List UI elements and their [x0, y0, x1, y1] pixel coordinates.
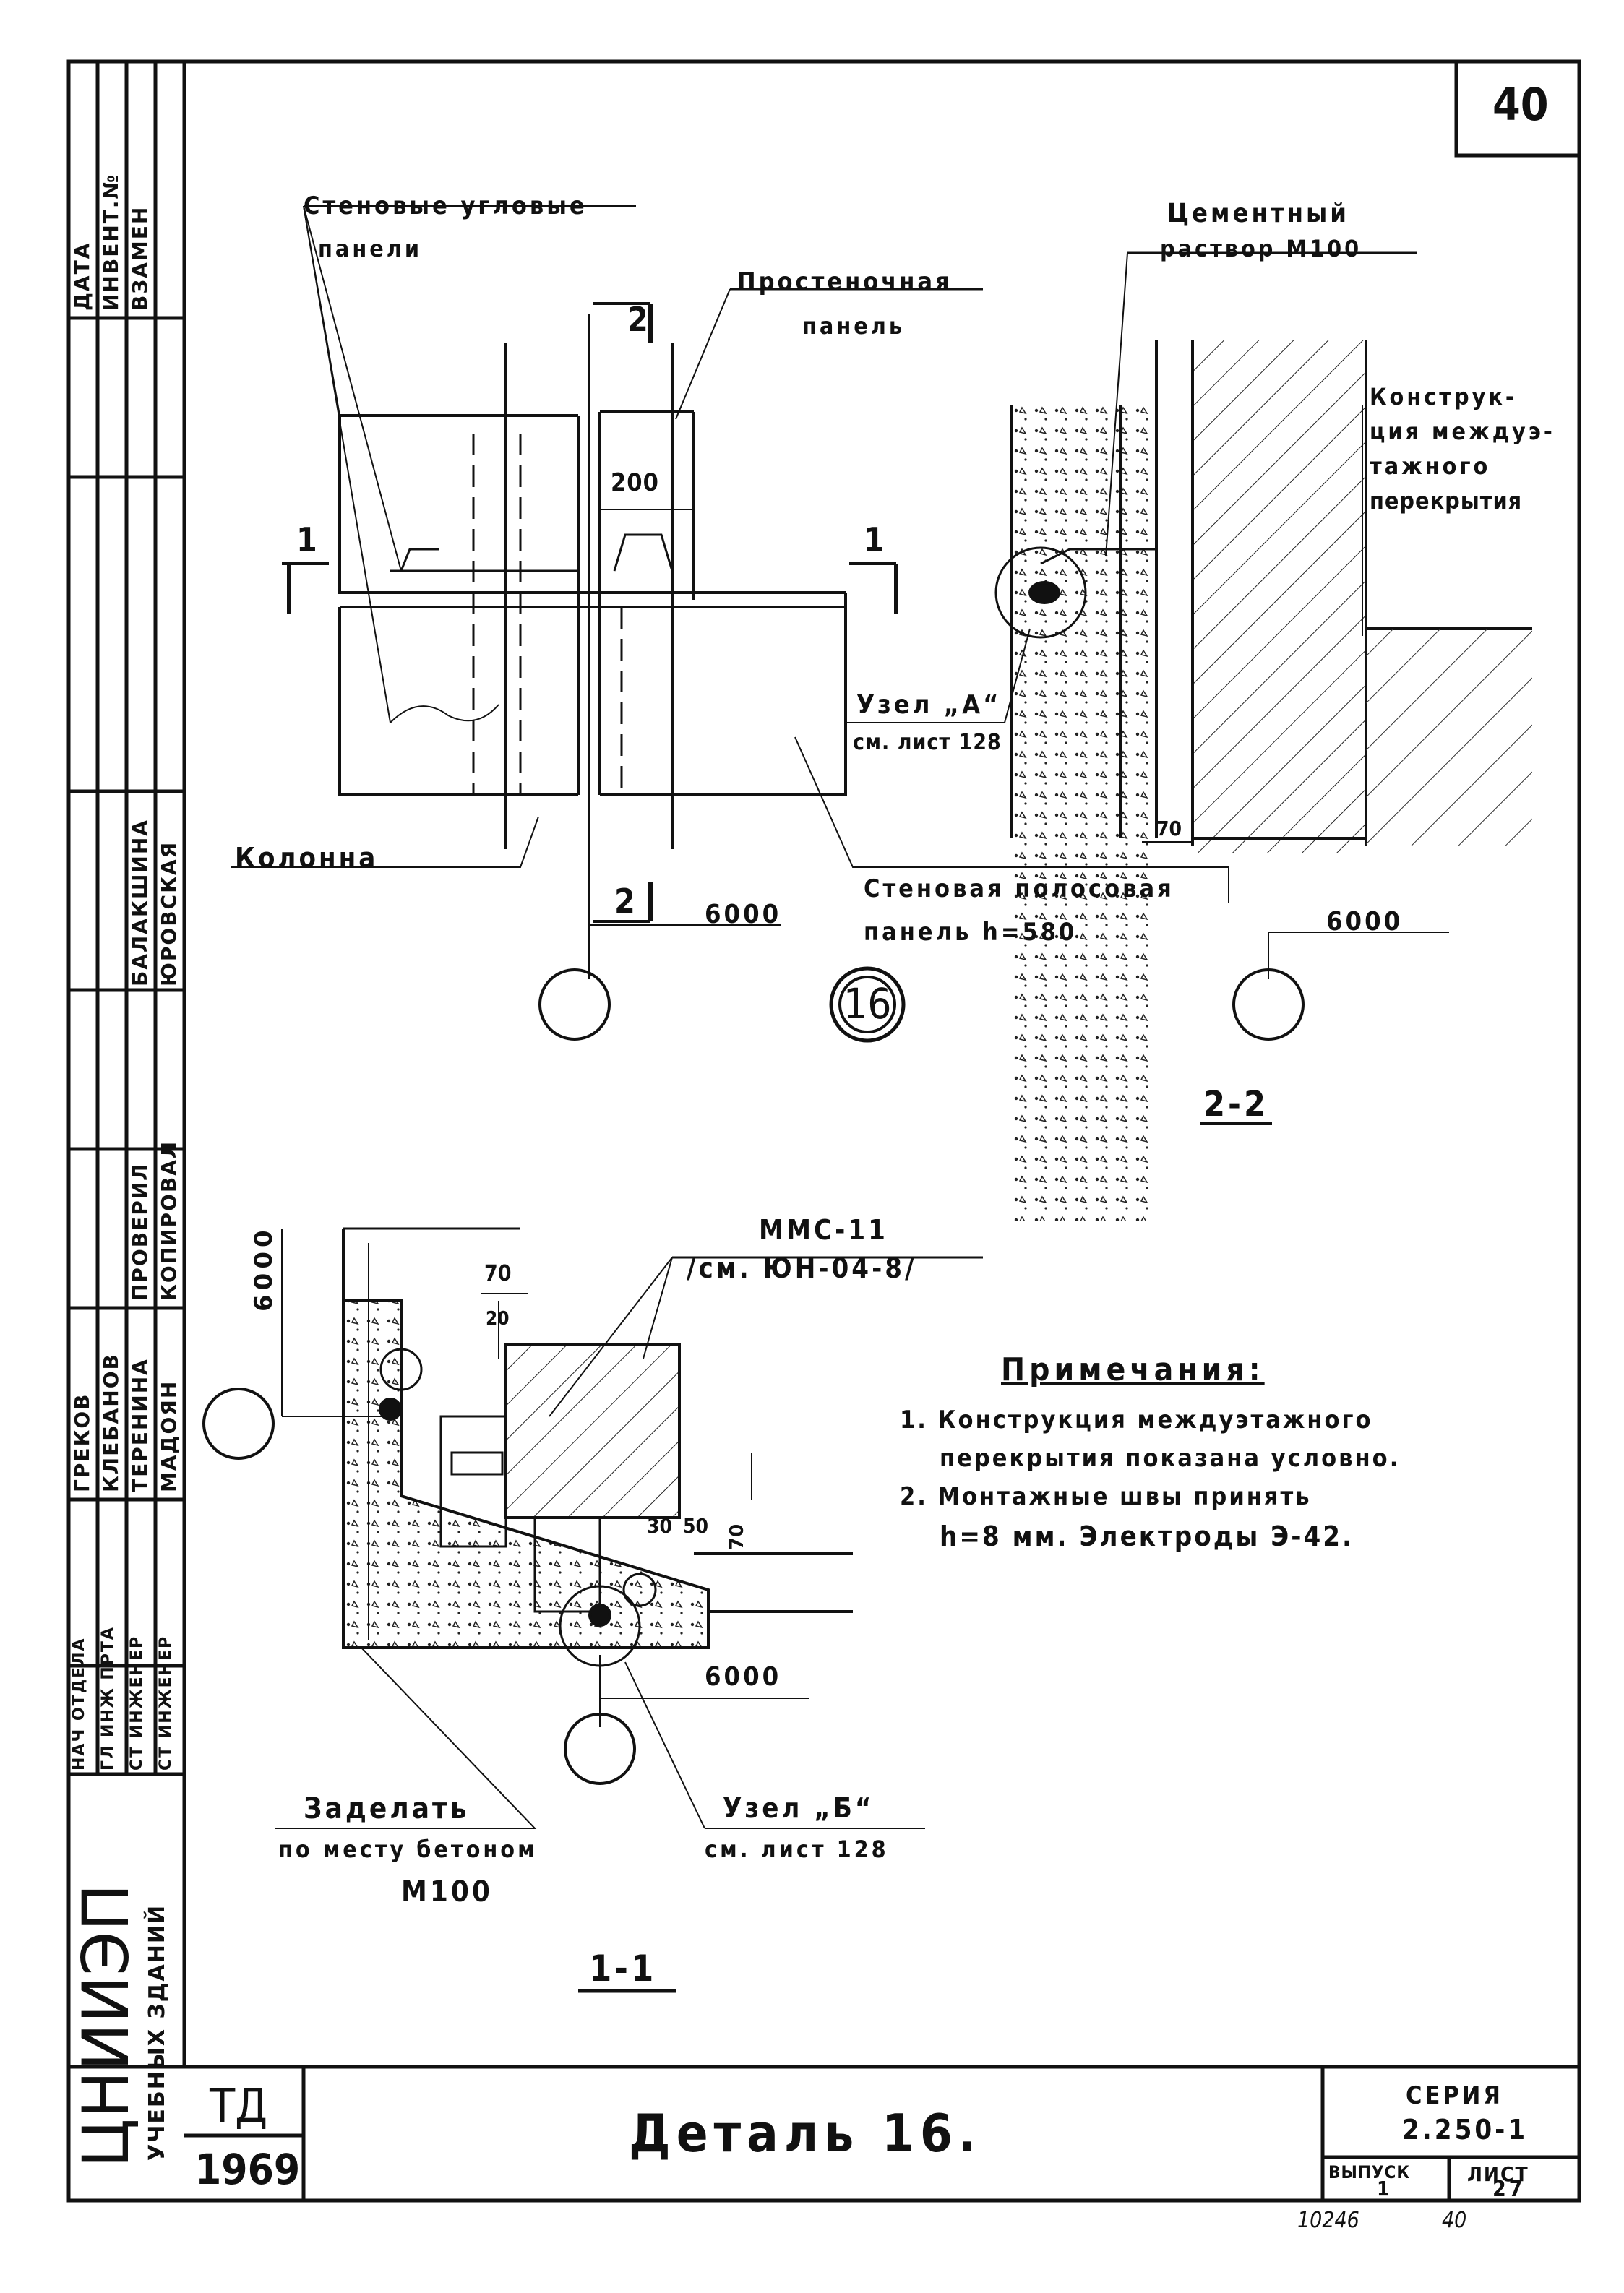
label-corner-panels-1: Стеновые угловые [304, 192, 588, 220]
node-b-label-1: Узел „Б“ [723, 1792, 875, 1824]
mortar-label-2: раствор М100 [1160, 235, 1362, 262]
sheet-title: Деталь 16. [629, 2103, 982, 2164]
stamp-inventory-col: ИНВЕНТ.№ [99, 173, 123, 311]
stamp-name-1: ГРЕКОВ [70, 1393, 94, 1492]
detail-mark-16: 16 [843, 979, 892, 1028]
section-mark-1-right: 1 [864, 520, 888, 559]
stamp-date-col: ДАТА [70, 241, 94, 311]
s11-dim-70b: 70 [726, 1523, 748, 1550]
fill-label-1: Заделать [304, 1792, 470, 1825]
section-mark-2-top: 2 [627, 300, 651, 339]
bottom-page: 40 [1442, 2208, 1467, 2233]
stamp-role-1: НАЧ ОТДЕЛА [70, 1637, 88, 1771]
issue-value: 1 [1377, 2177, 1393, 2200]
slab-label-2: ция междуэ- [1370, 418, 1555, 445]
s22-dim-70: 70 [1156, 817, 1182, 840]
s22-dim-6000: 6000 [1326, 907, 1404, 937]
node-a-label-2: см. лист 128 [853, 730, 1002, 755]
series-label: СЕРИЯ [1406, 2081, 1503, 2110]
s11-dim-50: 50 [683, 1514, 709, 1538]
s11-dim-20: 20 [486, 1308, 510, 1330]
section-mark-2-bottom: 2 [614, 882, 638, 921]
slab-label-4: перекрытия [1370, 487, 1523, 515]
notes-line-3: 2. Монтажные швы принять [900, 1482, 1312, 1511]
section-2-2-title: 2-2 [1203, 1084, 1269, 1124]
s11-dim-30: 30 [647, 1514, 673, 1538]
plan-view [231, 205, 1229, 1043]
fill-label-3: М100 [401, 1875, 493, 1909]
stamp-checked-name: БАЛАКШИНА [128, 819, 152, 986]
issue-label: ВЫПУСК [1328, 2162, 1411, 2182]
s11-dim-70: 70 [484, 1261, 512, 1286]
year: 1969 [195, 2145, 301, 2194]
stamp-name-2: КЛЕБАНОВ [99, 1353, 123, 1492]
strip-panel-label-1: Стеновая полосовая [864, 874, 1174, 903]
dim-200: 200 [611, 468, 659, 497]
stamp-replace-col: ВЗАМЕН [128, 205, 152, 311]
notes-line-1: 1. Конструкция междуэтажного [900, 1406, 1373, 1434]
node-b-label-2: см. лист 128 [705, 1836, 889, 1863]
page-number: 40 [1492, 78, 1549, 131]
stamp-role-2: ГЛ ИНЖ ПРТА [99, 1626, 117, 1771]
mmc-label-2: /см. ЮН-04-8/ [687, 1252, 917, 1284]
node-a-label-1: Узел „А“ [856, 690, 1002, 720]
section-2-2 [846, 251, 1532, 1221]
section-1-1 [202, 1227, 983, 1993]
stamp-checked-label: ПРОВЕРИЛ [128, 1162, 152, 1301]
s11-dim-6000-vertical: 6000 [249, 1226, 278, 1312]
s11-dim-6000-horizontal: 6000 [705, 1662, 782, 1692]
stamp-copied-name: ЮРОВСКАЯ [157, 840, 181, 986]
strip-panel-label-2: панель h=580 [864, 918, 1078, 947]
label-pier-panel-2: панель [802, 312, 906, 340]
section-1-1-title: 1-1 [589, 1948, 657, 1989]
slab-label-1: Конструк- [1370, 383, 1517, 410]
column-label: Колонна [235, 842, 379, 874]
notes-title: Примечания: [1001, 1351, 1265, 1388]
mmc-label-1: ММС-11 [759, 1214, 888, 1246]
plan-dim-6000: 6000 [705, 900, 782, 929]
section-mark-1-left: 1 [296, 520, 320, 559]
notes-line-2: перекрытия показана условно. [940, 1444, 1401, 1473]
bottom-code: 10246 [1297, 2208, 1359, 2233]
slab-label-3: тажного [1370, 452, 1491, 480]
fill-label-2: по месту бетоном [278, 1836, 538, 1863]
mortar-label-1: Цементный [1167, 199, 1349, 228]
sheet-value: 27 [1492, 2177, 1526, 2202]
label-pier-panel-1: Простеночная [737, 267, 953, 296]
label-corner-panels-2: панели [318, 235, 422, 262]
stamp-name-4: МАДОЯН [157, 1380, 181, 1492]
stamp-copied-label: КОПИРОВАЛ [157, 1140, 181, 1301]
notes-line-4: h=8 мм. Электроды Э-42. [940, 1520, 1354, 1552]
stamp-role-3: СТ ИНЖЕНЕР [128, 1635, 146, 1771]
sheet-frame [66, 59, 1581, 2203]
sheet-label: ЛИСТ [1467, 2162, 1529, 2186]
org-subtitle: УЧЕБНЫХ ЗДАНИЙ [145, 1903, 170, 2161]
stamp-name-3: ТЕРЕНИНА [128, 1358, 152, 1492]
series-value: 2.250-1 [1402, 2114, 1529, 2146]
td-mark: ТД [210, 2080, 268, 2133]
stamp-role-4: СТ ИНЖЕНЕР [157, 1635, 175, 1771]
org-name: ЦНИИЭП [69, 1883, 143, 2168]
